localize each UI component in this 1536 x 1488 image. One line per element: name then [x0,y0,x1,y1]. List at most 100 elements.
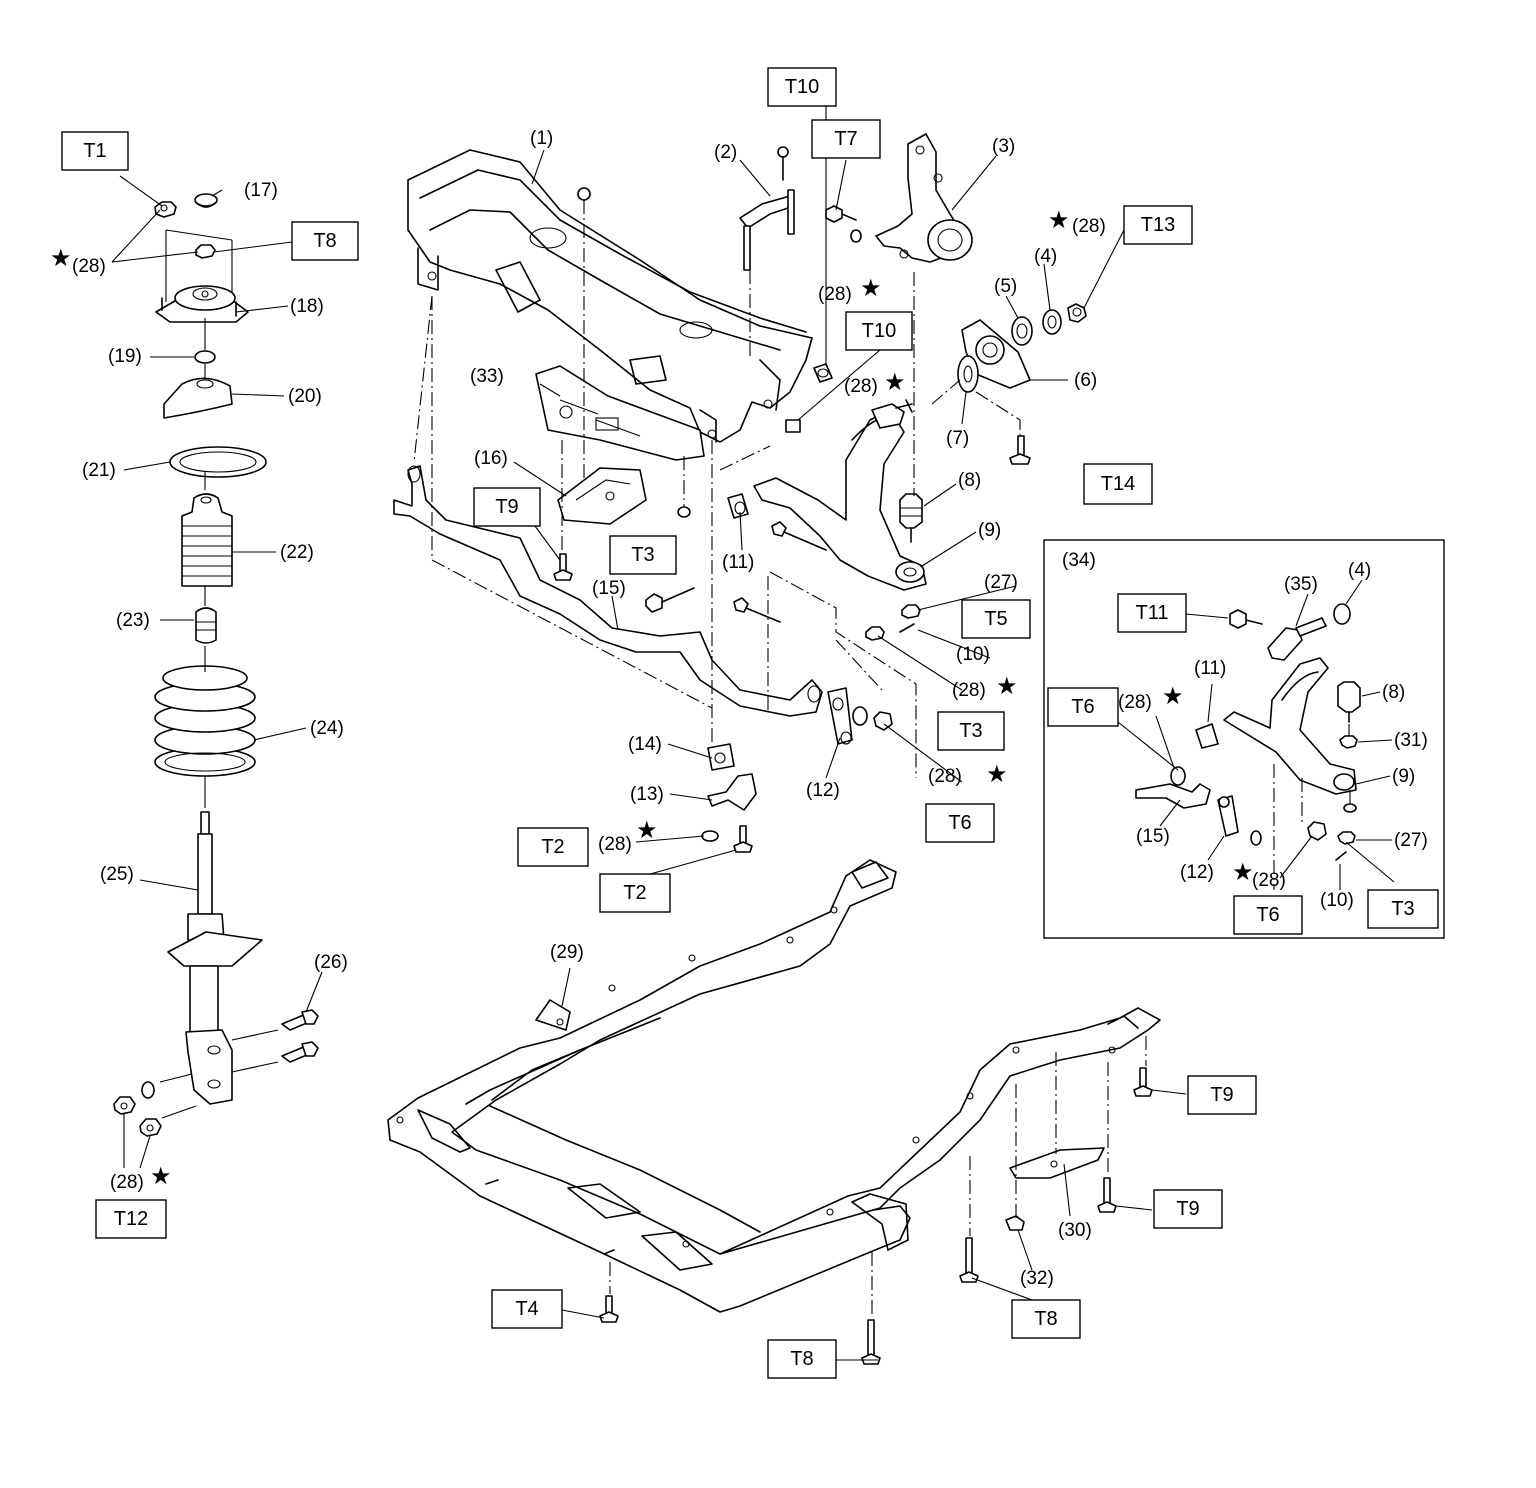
callout-p28g: (28) [598,834,632,855]
front-sub-frame [387,859,1161,1313]
svg-text:T1: T1 [83,140,106,162]
callout-p9b: (9) [1392,766,1415,787]
bracket-bolt [553,506,691,581]
star-icon: ★ [1162,682,1184,710]
inset-box [1043,539,1445,939]
strut-cap [194,193,218,208]
callout-p12: (12) [806,780,840,801]
svg-text:T3: T3 [631,544,654,566]
strut-nuts [113,1073,197,1137]
torque-box-t8-strut: T8 [291,221,359,261]
svg-text:T8: T8 [313,230,336,252]
torque-box-t3-mid: T3 [937,711,1005,751]
callout-p8: (8) [958,470,981,491]
callout-p3: (3) [992,136,1015,157]
strut-washer [194,350,216,364]
callout-p2: (2) [714,142,737,163]
svg-text:T3: T3 [1391,898,1414,920]
star-icon: ★ [50,244,72,272]
torque-box-t6-mid: T6 [925,803,995,843]
stabilizer-bar [393,465,823,717]
sub-frame-guide-lines [609,1036,1147,1318]
svg-text:T9: T9 [495,496,518,518]
torque-box-t8-right: T8 [1011,1299,1081,1339]
torque-box-t3-inset: T3 [1367,889,1439,929]
callout-p14: (14) [628,734,662,755]
callout-p5: (5) [994,276,1017,297]
strut-center-nut [195,244,216,259]
callout-p7: (7) [946,428,969,449]
callout-p28e: (28) [952,680,986,701]
crossmember-bolt [577,146,795,271]
torque-box-t3-left: T3 [609,535,677,575]
callout-p4b: (4) [1348,560,1371,581]
star-icon: ★ [884,368,906,396]
strut-damper [167,811,263,1105]
callout-p29: (29) [550,942,584,963]
callout-p28f: (28) [928,766,962,787]
star-icons: ★ ★ ★ ★ ★ ★ ★ ★ ★ ★ [50,206,1254,1190]
callout-p26: (26) [314,952,348,973]
callout-p34: (34) [1062,550,1096,571]
torque-box-t1: T1 [61,131,129,171]
svg-text:T11: T11 [1136,602,1169,624]
transverse-link-rear-bushing [813,363,833,383]
callout-p8b: (8) [1382,682,1405,703]
star-icon: ★ [1048,206,1070,234]
star-icon: ★ [996,672,1018,700]
torque-box-t14: T14 [1083,463,1153,505]
strut-mount-nut [154,201,177,218]
callout-p17: (17) [244,180,278,201]
callout-p28c: (28) [818,284,852,305]
callout-p27b: (27) [1394,830,1428,851]
torque-box-t10-top: T10 [767,67,837,107]
crossmember [407,149,813,443]
svg-text:T10: T10 [785,76,819,98]
callout-p28j: (28) [1252,870,1286,891]
housing-bolt [825,205,862,243]
torque-box-t5: T5 [961,599,1031,639]
svg-text:T9: T9 [1176,1198,1199,1220]
callout-p11: (11) [722,552,754,573]
coil-spring [154,665,256,777]
callout-p28a: (28) [72,256,106,277]
star-icon: ★ [150,1162,172,1190]
support-bolt [1009,435,1031,465]
svg-text:T10: T10 [862,320,896,342]
callout-p1: (1) [530,128,553,149]
svg-text:T2: T2 [623,882,646,904]
callout-p16: (16) [474,448,508,469]
callout-p18: (18) [290,296,324,317]
torque-box-t2-right: T2 [599,873,671,913]
ball-joint [899,493,923,543]
strut-mount [155,285,249,323]
svg-text:T9: T9 [1210,1084,1233,1106]
callout-p19: (19) [108,346,142,367]
torque-box-t13: T13 [1123,205,1193,245]
callout-p15b: (15) [1136,826,1170,847]
torque-box-t7: T7 [811,119,881,159]
callout-p20: (20) [288,386,322,407]
rear-bushing-washers [1011,303,1087,346]
transverse-link-bushing [957,355,979,393]
star-icon: ★ [860,274,882,302]
torque-box-t6-inset-bottom: T6 [1233,895,1303,935]
sub-frame-bolts [599,1067,1153,1365]
torque-box-t8-bottom: T8 [767,1339,837,1379]
callout-p10b: (10) [1320,890,1354,911]
torque-labels: T1 T8 T10 T7 T13 T10 T14 T9 T3 T5 T3 T6 … [61,67,1439,1379]
star-icon: ★ [1232,858,1254,886]
torque-box-t4: T4 [491,1289,563,1329]
svg-text:T13: T13 [1141,214,1175,236]
svg-text:T8: T8 [1034,1308,1057,1330]
svg-text:T4: T4 [515,1298,538,1320]
torque-box-t12: T12 [95,1199,167,1239]
callout-p10: (10) [956,644,990,665]
link-bolts [645,521,827,623]
torque-box-t6-inset-left: T6 [1047,687,1119,727]
torque-box-t2-left: T2 [517,827,589,867]
callout-p12b: (12) [1180,862,1214,883]
callout-p15: (15) [592,578,626,599]
callout-p28i: (28) [1118,692,1152,713]
svg-text:T5: T5 [984,608,1007,630]
